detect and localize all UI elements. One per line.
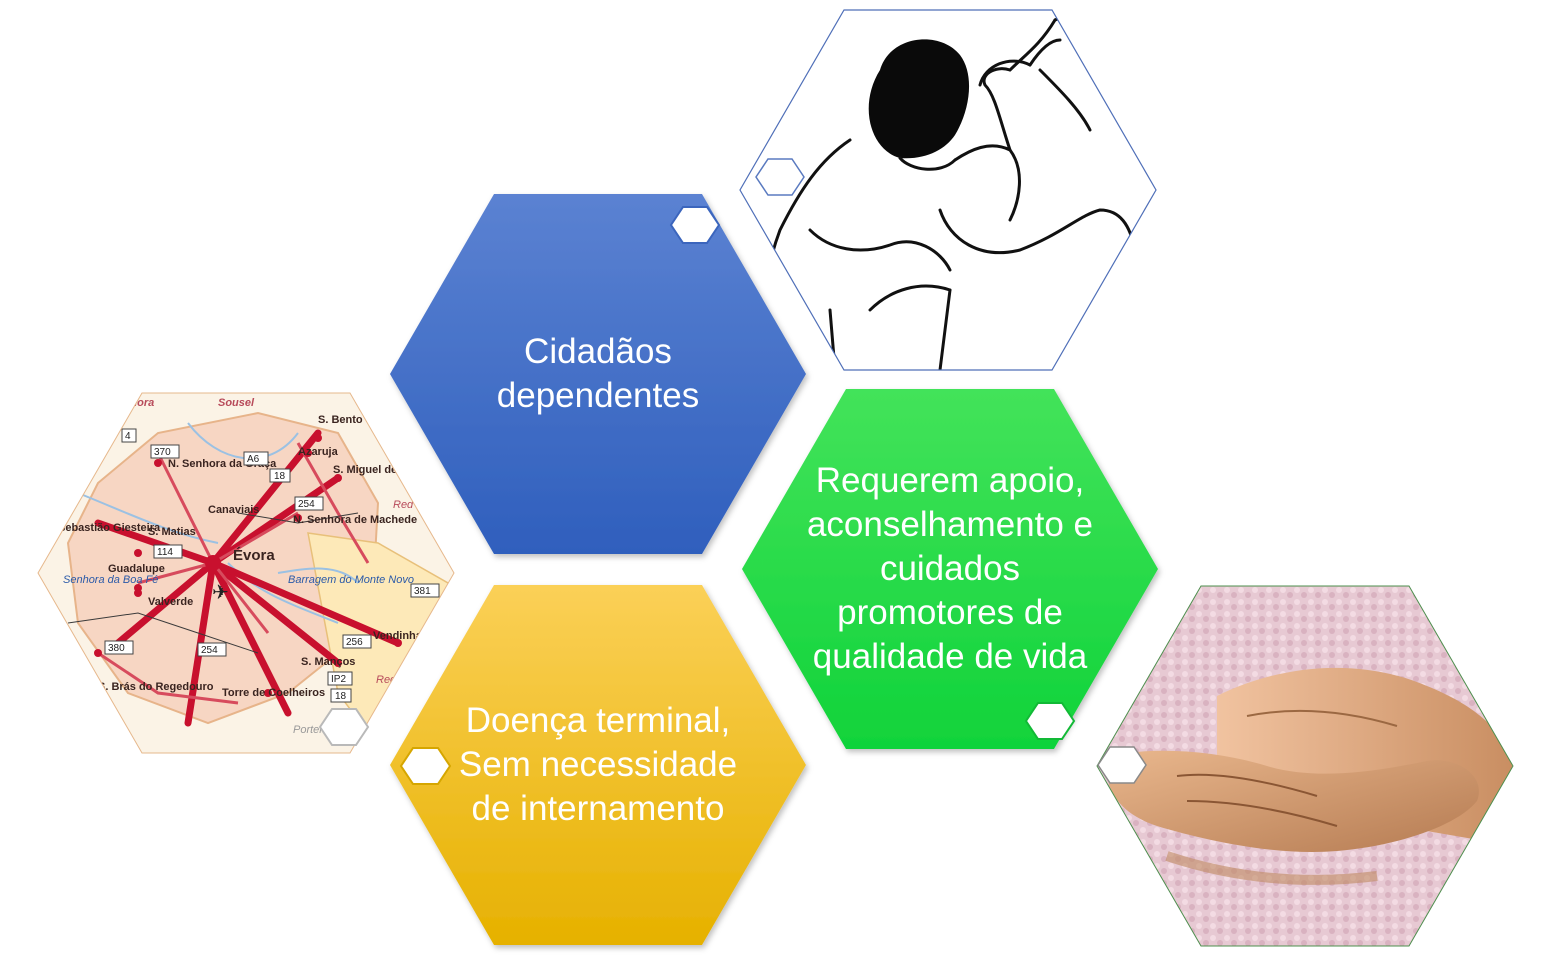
- hands-photo-hexagon: [1096, 585, 1514, 947]
- small-hexagon-icon: [1097, 746, 1147, 784]
- map-place-label: Sebastião Giesteira: [58, 522, 161, 534]
- hexagon-label: Doença terminal, Sem necessidade de inte…: [458, 701, 738, 828]
- map-place-label: N. Senhora de Machede: [293, 514, 417, 526]
- map-place-label: Senhora da Boa Fé: [63, 574, 158, 586]
- road-number: 4: [125, 431, 131, 442]
- hexagon-support-needs: Requerem apoio, aconselhamento e cuidado…: [742, 389, 1158, 749]
- road-number: 18: [335, 691, 347, 702]
- map-place-label: Azaruja: [298, 446, 339, 458]
- small-hexagon-icon: [399, 747, 452, 785]
- hexagon-terminal-illness: Doença terminal, Sem necessidade de inte…: [390, 585, 806, 945]
- small-hexagon-icon: [669, 206, 721, 244]
- map-place-label: S. Matias: [148, 526, 196, 538]
- hexagon-shape: [390, 585, 806, 945]
- map-place-label: Canaviais: [208, 504, 259, 516]
- map-place-label: Sousel: [218, 397, 255, 409]
- map-image: Mora Sousel S. Bento de Mato Azaruja S. …: [37, 392, 455, 754]
- map-image-hexagon: Mora Sousel S. Bento de Mato Azaruja S. …: [37, 392, 455, 754]
- map-place-label: S. Miguel de Machede: [333, 464, 447, 476]
- road-number: 18: [274, 471, 286, 482]
- small-hexagon-icon: [1024, 702, 1076, 740]
- map-place-label: Red: [393, 499, 414, 511]
- map-place-label: Reg: [376, 674, 397, 686]
- small-hexagon-icon: [755, 158, 805, 196]
- road-number: 381: [414, 586, 431, 597]
- road-number: IP2: [331, 674, 346, 685]
- map-place-label: Vendinha: [373, 630, 423, 642]
- map-place-label: S. Manços: [301, 656, 355, 668]
- hexagon-label: Cidadãos dependentes: [496, 332, 700, 415]
- map-place-label: Guadalupe: [108, 563, 165, 575]
- hexagon-dependent-citizens: Cidadãos dependentes: [390, 194, 806, 554]
- small-hexagon-icon: [318, 708, 370, 746]
- road-number: 256: [346, 637, 363, 648]
- hands-photo: [1096, 585, 1514, 947]
- map-place-label: Torre de Coelheiros: [222, 687, 325, 699]
- map-place-label: Barragem do Monte Novo: [288, 574, 414, 586]
- map-place-label: Mora: [128, 397, 154, 409]
- drawing-image: [739, 9, 1157, 371]
- hexagon-shape: [742, 389, 1158, 749]
- drawing-image-hexagon: [739, 9, 1157, 371]
- hexagon-label: Requerem apoio, aconselhamento e cuidado…: [806, 461, 1094, 676]
- hexagon-shape: [390, 194, 806, 554]
- road-number: 370: [154, 447, 171, 458]
- road-number: A6: [247, 454, 260, 465]
- road-number: 254: [201, 645, 218, 656]
- road-number: 254: [298, 499, 315, 510]
- map-place-label: Portel: [293, 724, 322, 736]
- map-place-label: Valverde: [148, 596, 193, 608]
- svg-text:✈: ✈: [212, 582, 229, 604]
- road-number: 380: [108, 643, 125, 654]
- map-place-label: Évora: [233, 547, 275, 564]
- map-place-label: S. Brás do Regedouro: [98, 681, 214, 693]
- road-number: 114: [157, 547, 173, 558]
